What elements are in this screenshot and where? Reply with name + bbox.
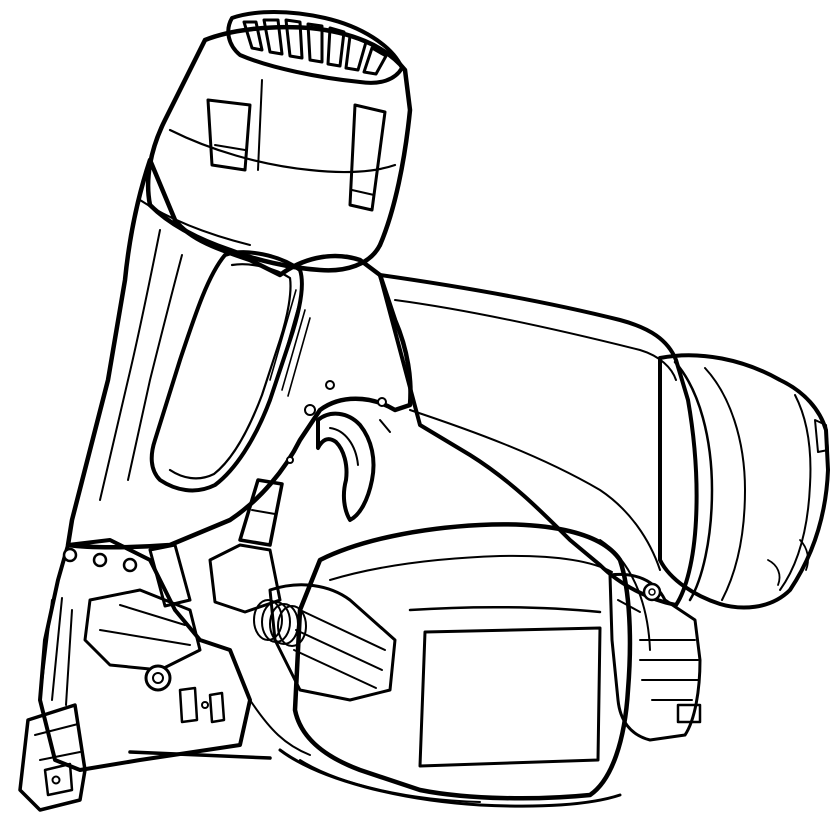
depth-adjust-dial <box>144 664 226 724</box>
motor-housing <box>378 273 699 607</box>
feed-mechanism <box>148 478 397 702</box>
trigger <box>286 380 391 522</box>
exhaust-cap <box>226 10 404 85</box>
handle <box>65 157 413 550</box>
magazine-door <box>418 626 602 768</box>
rear-end-cap <box>658 353 830 610</box>
pin-icon <box>286 456 294 464</box>
base-line <box>128 750 272 760</box>
nose <box>18 538 252 812</box>
magazine <box>278 522 651 808</box>
magazine-latch <box>608 572 702 742</box>
bolt-icon <box>92 552 108 568</box>
pin-icon <box>304 404 316 416</box>
bolt-icon <box>62 547 78 563</box>
bolt-icon <box>122 557 138 573</box>
cylinder-cap <box>145 24 413 273</box>
pin-icon <box>377 397 387 407</box>
pin-icon <box>325 380 335 390</box>
